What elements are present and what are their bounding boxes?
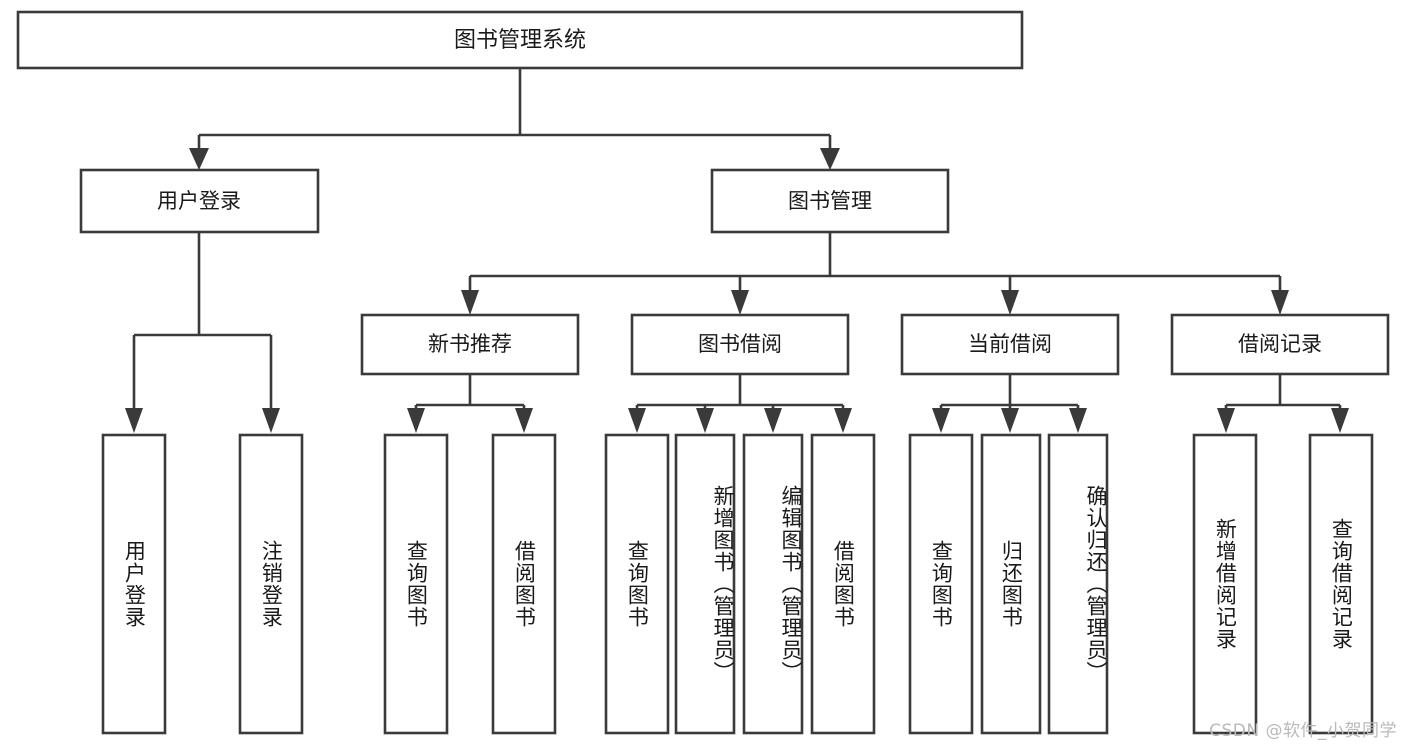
- arrowhead-book-manage: [820, 148, 840, 170]
- watermark-text: CSDN @软件_小贺同学: [1209, 721, 1397, 741]
- arrowhead-user-login: [189, 148, 209, 170]
- arrowhead-new-book-recommend: [461, 290, 479, 315]
- connector-group-book-manage: [461, 232, 1289, 315]
- arrowhead-borrow-record: [1271, 290, 1289, 315]
- arrowhead-leaf-return-book: [1001, 408, 1019, 433]
- arrowhead-leaf-add-book: [696, 408, 714, 433]
- node-leaf-query-book-3[interactable]: [908, 433, 974, 735]
- arrowhead-leaf-edit-book: [764, 408, 782, 433]
- node-leaf-user-login[interactable]: [101, 433, 167, 735]
- node-borrow-record-label: 借阅记录: [1238, 332, 1322, 356]
- node-book-manage-label: 图书管理: [788, 189, 872, 213]
- node-current-borrow-label: 当前借阅: [968, 332, 1052, 356]
- arrowhead-leaf-query-book-3: [932, 408, 950, 433]
- arrowhead-leaf-borrow-book-2: [834, 408, 852, 433]
- node-leaf-edit-book[interactable]: [742, 433, 804, 735]
- node-user-login[interactable]: [79, 168, 320, 234]
- connector-group-current-borrow: [932, 374, 1087, 433]
- connector-group-new-book-recommend: [407, 374, 533, 433]
- node-book-borrow[interactable]: [630, 313, 850, 376]
- node-root[interactable]: [16, 10, 1024, 70]
- node-new-book-recommend[interactable]: [360, 313, 580, 376]
- node-borrow-record[interactable]: [1170, 313, 1390, 376]
- arrowhead-leaf-query-record: [1331, 408, 1349, 433]
- node-leaf-borrow-book-1[interactable]: [491, 433, 557, 735]
- arrowhead-leaf-query-book-1: [407, 408, 425, 433]
- arrowhead-leaf-query-book-2: [628, 408, 646, 433]
- node-leaf-query-book-2[interactable]: [604, 433, 670, 735]
- arrowhead-leaf-borrow-book-1: [515, 408, 533, 433]
- node-book-borrow-label: 图书借阅: [698, 332, 782, 356]
- node-leaf-query-record[interactable]: [1308, 433, 1374, 735]
- node-leaf-return-book[interactable]: [980, 433, 1042, 735]
- node-current-borrow[interactable]: [900, 313, 1120, 376]
- node-user-login-label: 用户登录: [157, 189, 241, 213]
- arrowhead-leaf-user-logout: [262, 408, 280, 433]
- arrowhead-book-borrow: [731, 290, 749, 315]
- connector-group-book-borrow: [628, 374, 852, 433]
- node-leaf-query-book-1[interactable]: [383, 433, 449, 735]
- arrowhead-leaf-add-record: [1217, 408, 1235, 433]
- node-leaf-add-record[interactable]: [1192, 433, 1258, 735]
- node-leaf-add-book[interactable]: [674, 433, 736, 735]
- connector-group-user-login: [125, 232, 280, 433]
- node-root-label: 图书管理系统: [454, 28, 586, 53]
- arrowhead-current-borrow: [1001, 290, 1019, 315]
- connector-group-borrow-record: [1217, 374, 1349, 433]
- node-leaf-borrow-book-2[interactable]: [810, 433, 876, 735]
- node-new-book-recommend-label: 新书推荐: [428, 332, 512, 356]
- connector-group-root: [189, 68, 840, 170]
- node-leaf-confirm-return[interactable]: [1047, 433, 1109, 735]
- node-leaf-user-logout[interactable]: [238, 433, 304, 735]
- arrowhead-leaf-user-login: [125, 408, 143, 433]
- arrowhead-leaf-confirm-return: [1069, 408, 1087, 433]
- node-book-manage[interactable]: [710, 168, 950, 234]
